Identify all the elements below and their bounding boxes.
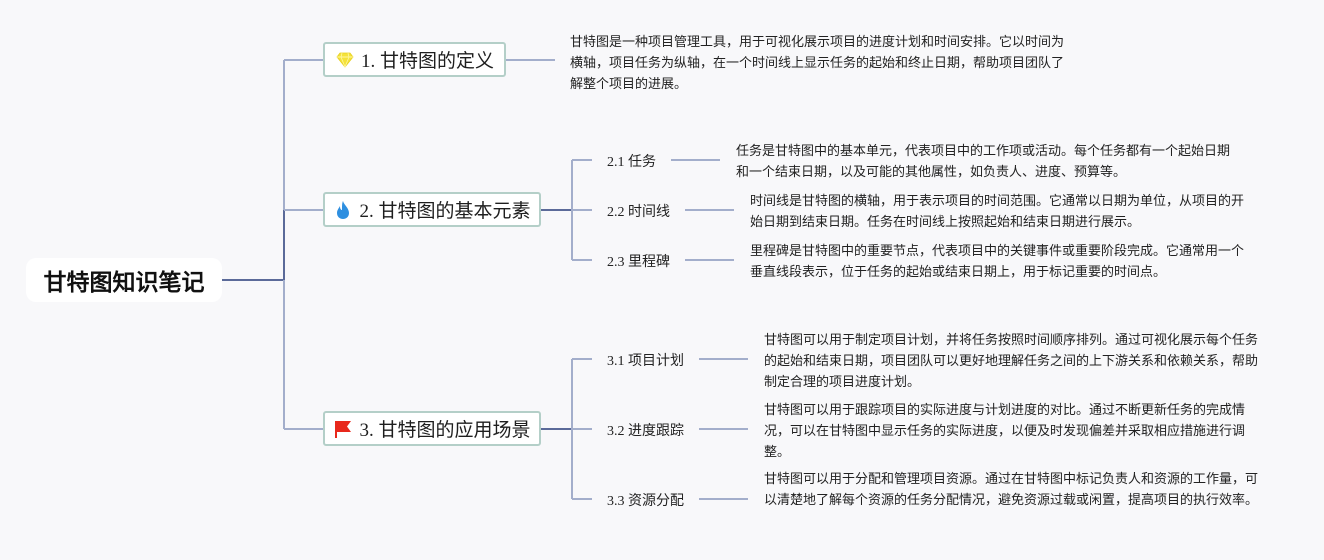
topic-node-use-cases[interactable]: 3. 甘特图的应用场景 [323, 411, 541, 446]
subtopic-3-1[interactable]: 3.1 项目计划 [607, 354, 684, 369]
subtopic-2-2[interactable]: 2.2 时间线 [607, 205, 670, 220]
subtopic-3-3-description: 甘特图可以用于分配和管理项目资源。通过在甘特图中标记负责人和资源的工作量，可以清… [764, 472, 1259, 508]
topic-label: 2. 甘特图的基本元素 [359, 201, 531, 222]
subtopic-3-3[interactable]: 3.3 资源分配 [607, 494, 684, 509]
subtopic-2-3[interactable]: 2.3 里程碑 [607, 255, 670, 270]
topic-node-definition[interactable]: 1. 甘特图的定义 [323, 42, 506, 77]
diamond-icon [335, 50, 355, 70]
topic-1-description: 甘特图是一种项目管理工具，用于可视化展示项目的进度计划和时间安排。它以时间为横轴… [570, 35, 1065, 92]
subtopic-2-3-description: 里程碑是甘特图中的重要节点，代表项目中的关键事件或重要阶段完成。它通常用一个垂直… [750, 244, 1245, 280]
topic-node-basic-elements[interactable]: 2. 甘特图的基本元素 [323, 192, 541, 227]
topic-label: 3. 甘特图的应用场景 [359, 420, 531, 441]
subtopic-3-2[interactable]: 3.2 进度跟踪 [607, 424, 684, 439]
topic-label: 1. 甘特图的定义 [360, 51, 494, 72]
root-node[interactable]: 甘特图知识笔记 [26, 258, 222, 302]
subtopic-2-1[interactable]: 2.1 任务 [607, 155, 656, 170]
subtopic-2-1-description: 任务是甘特图中的基本单元，代表项目中的工作项或活动。每个任务都有一个起始日期和一… [736, 144, 1231, 180]
flag-icon [333, 419, 353, 439]
subtopic-3-1-description: 甘特图可以用于制定项目计划，并将任务按照时间顺序排列。通过可视化展示每个任务的起… [764, 333, 1259, 390]
subtopic-3-2-description: 甘特图可以用于跟踪项目的实际进度与计划进度的对比。通过不断更新任务的完成情况，可… [764, 403, 1246, 460]
root-title: 甘特图知识笔记 [43, 270, 205, 296]
fire-icon [333, 200, 353, 220]
subtopic-2-2-description: 时间线是甘特图的横轴，用于表示项目的时间范围。它通常以日期为单位，从项目的开始日… [750, 194, 1245, 230]
